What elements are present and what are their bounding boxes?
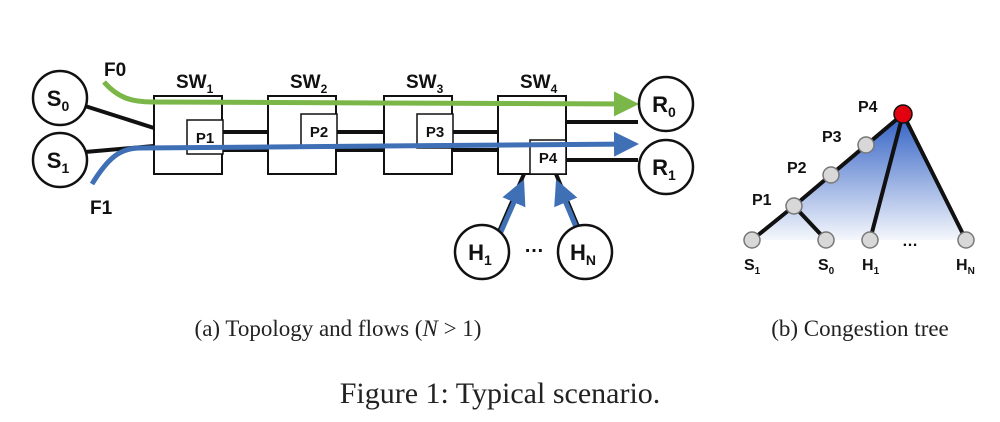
tree-node-p2 bbox=[822, 166, 840, 184]
svg-text:H1: H1 bbox=[468, 240, 492, 268]
switch-label: SW1 bbox=[176, 72, 214, 96]
link-s0-sw1 bbox=[84, 104, 155, 130]
host-h1: H1 bbox=[453, 223, 511, 281]
port-label: P1 bbox=[196, 130, 214, 147]
host-r0: R0 bbox=[637, 75, 695, 133]
flow-label-f0: F0 bbox=[104, 60, 126, 81]
tree-label-p3: P3 bbox=[822, 129, 842, 146]
port-label: P3 bbox=[426, 124, 444, 141]
switch-label: SW3 bbox=[406, 72, 444, 96]
tree-leaf-h1 bbox=[861, 231, 879, 249]
caption-b: (b) Congestion tree bbox=[771, 316, 949, 341]
host-s1: S1 bbox=[31, 131, 89, 189]
switch-sw1: P1 SW1 bbox=[153, 72, 224, 175]
tree-leaf-label-s1: S1 bbox=[744, 257, 761, 277]
tree-edges bbox=[750, 112, 968, 242]
port-label: P2 bbox=[310, 124, 328, 141]
tree-label-p1: P1 bbox=[752, 192, 772, 209]
tree-label-p2: P2 bbox=[787, 160, 807, 177]
tree-leaf-s0 bbox=[817, 231, 835, 249]
topology-diagram: P1 SW1 P2 SW2 P3 SW3 P4 SW4 F0 F1 bbox=[31, 60, 695, 341]
svg-text:S0: S0 bbox=[47, 86, 70, 114]
flow-h1-arrow bbox=[497, 179, 526, 236]
switch-label: SW2 bbox=[290, 72, 328, 96]
host-r1: R1 bbox=[637, 138, 695, 196]
switch-sw2: P2 SW2 bbox=[267, 72, 338, 175]
tree-node-p3 bbox=[857, 136, 875, 154]
port-label: P4 bbox=[539, 150, 558, 167]
tree-shade bbox=[752, 114, 966, 240]
svg-text:R1: R1 bbox=[652, 155, 676, 183]
flow-f0-arrow bbox=[102, 80, 639, 117]
tree-label-p4: P4 bbox=[858, 99, 878, 116]
hosts-ellipsis: … bbox=[524, 235, 544, 257]
switch-sw3: P3 SW3 bbox=[383, 72, 454, 175]
tree-leaf-s1 bbox=[743, 231, 761, 249]
port-box bbox=[300, 113, 338, 149]
caption-a: (a) Topology and flows (N > 1) bbox=[195, 316, 482, 341]
congestion-tree: P4 P3 P2 P1 S1 S0 H1 HN … (b) Congestion… bbox=[743, 99, 975, 341]
tree-leaf-hn bbox=[957, 231, 975, 249]
tree-leaf-label-hn: HN bbox=[956, 257, 975, 277]
svg-text:HN: HN bbox=[570, 240, 596, 268]
figure-caption: Figure 1: Typical scenario. bbox=[340, 377, 661, 410]
tree-leaf-label-s0: S0 bbox=[818, 257, 835, 277]
host-s0: S0 bbox=[31, 69, 89, 127]
tree-root-p4 bbox=[893, 104, 913, 124]
switch-label: SW4 bbox=[520, 72, 558, 96]
flow-label-f1: F1 bbox=[90, 198, 113, 219]
svg-text:S1: S1 bbox=[47, 148, 70, 176]
switch-sw4: P4 SW4 bbox=[497, 72, 567, 175]
flow-f1-arrow bbox=[89, 131, 639, 186]
tree-node-p1 bbox=[785, 197, 803, 215]
svg-text:R0: R0 bbox=[652, 92, 676, 120]
tree-leaf-label-h1: H1 bbox=[862, 257, 880, 277]
host-hn: HN bbox=[556, 223, 614, 281]
tree-ellipsis: … bbox=[902, 233, 918, 250]
